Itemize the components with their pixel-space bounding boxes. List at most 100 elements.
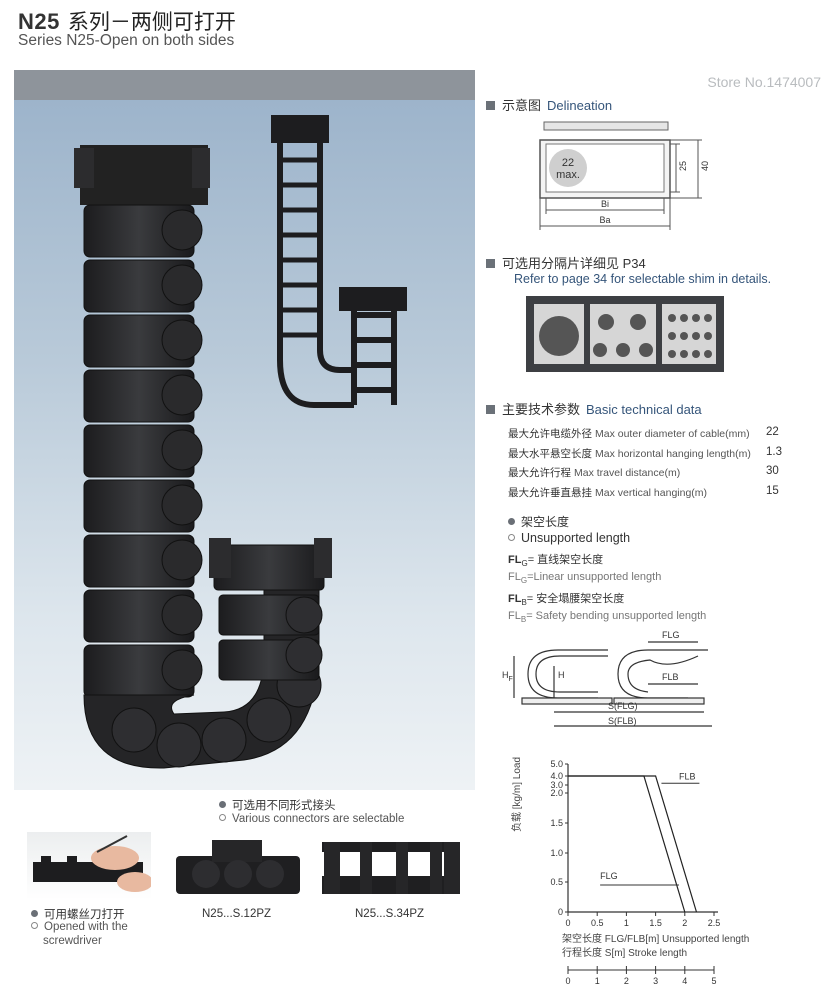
- square-bullet-icon: [486, 101, 495, 110]
- product-photo-panel: [14, 100, 475, 790]
- large-chain: [74, 145, 332, 769]
- shim-heading-zh: 可选用分隔片详细见 P34: [502, 256, 646, 271]
- shim-heading: 可选用分隔片详细见 P34: [486, 253, 646, 272]
- y-tick-label: 2.0: [550, 788, 563, 798]
- row-label-zh: 最大允许行程: [508, 467, 571, 479]
- bullet-dot-icon: [508, 518, 515, 525]
- connector-34pz-photo: [318, 834, 464, 900]
- flg-en-text: =Linear unsupported length: [527, 571, 662, 583]
- connector-34pz-caption: N25...S.34PZ: [355, 908, 425, 920]
- x-tick-label: 0: [565, 918, 570, 928]
- connectors-zh-text: 可选用不同形式接头: [232, 800, 336, 812]
- square-bullet-icon: [486, 405, 495, 414]
- chart-xlabel-1: 架空长度 FLG/FLB[m] Unsupported length: [562, 932, 749, 945]
- connector-34pz-illustration: [322, 842, 460, 894]
- y-tick-label: 1.0: [550, 848, 563, 858]
- flg-zh: FLG= 直线架空长度: [508, 551, 603, 568]
- y-tick-label: 3.0: [550, 780, 563, 790]
- connectors-en: Various connectors are selectable: [219, 813, 404, 825]
- screwdriver-photo: [27, 832, 153, 900]
- x-tick-label: 2.5: [708, 918, 721, 928]
- y-tick-label: 5.0: [550, 759, 563, 769]
- photo-top-bar: [14, 70, 475, 100]
- delineation-heading-zh: 示意图: [502, 98, 542, 113]
- screwdriver-zh-text: 可用螺丝刀打开: [44, 909, 125, 921]
- unsupported-en: Unsupported length: [508, 531, 630, 545]
- store-label: Store No.1474007: [707, 74, 821, 90]
- screwdriver-illustration: [33, 835, 153, 892]
- dim-25: 25: [678, 161, 688, 171]
- screwdriver-en-2: screwdriver: [43, 935, 102, 947]
- flb-prefix: FL: [508, 593, 522, 605]
- x2-tick-label: 4: [682, 976, 687, 986]
- flg-diagram-label: FLG: [662, 630, 680, 640]
- delineation-heading: 示意图 Delineation: [486, 95, 612, 114]
- x2-tick-label: 3: [653, 976, 658, 986]
- technical-heading-zh: 主要技术参数: [502, 402, 581, 417]
- shim-diagram: [526, 296, 724, 372]
- row-label-zh: 最大允许垂直悬挂: [508, 486, 592, 499]
- series-line-flb: [568, 775, 698, 913]
- max-label-1: 22: [562, 157, 574, 169]
- series-line-flg: [568, 775, 686, 913]
- s-flb-label: S(FLB): [608, 716, 637, 726]
- bullet-dot-icon: [219, 801, 226, 808]
- unsupported-zh: 架空长度: [508, 513, 569, 530]
- flb-diagram-label: FLB: [662, 672, 679, 682]
- open-chain: [271, 115, 407, 408]
- dim-ba: Ba: [599, 215, 610, 225]
- screwdriver-zh: 可用螺丝刀打开: [31, 906, 125, 922]
- row-value: 30: [766, 465, 779, 477]
- row-label-en: Max travel distance(m): [574, 467, 681, 479]
- flg-prefix: FL: [508, 571, 521, 583]
- drag-chain-illustration: [74, 115, 407, 769]
- series-label-flg: FLG: [600, 871, 618, 881]
- row-value: 22: [766, 426, 779, 438]
- delineation-heading-en: Delineation: [547, 98, 613, 113]
- connector-12pz-photo: [172, 834, 304, 900]
- flb-en: FLB= Safety bending unsupported length: [508, 610, 706, 624]
- page-subtitle: Series N25-Open on both sides: [18, 32, 235, 49]
- shim-heading-en: Refer to page 34 for selectable shim in …: [514, 272, 772, 286]
- chart-ylabel: 负载 [kg/m] Load: [510, 757, 523, 832]
- y-tick-label: 0: [558, 907, 563, 917]
- y-tick-label: 0.5: [550, 877, 563, 887]
- flg-en: FLG=Linear unsupported length: [508, 571, 661, 585]
- connectors-en-text: Various connectors are selectable: [232, 813, 405, 825]
- row-label-zh: 最大水平悬空长度: [508, 447, 592, 460]
- x-tick-label: 1.5: [649, 918, 662, 928]
- flg-sub: G: [521, 559, 528, 569]
- row-label-en: Max horizontal hanging length(m): [595, 447, 751, 460]
- length-diagram: HF H FLG FLB S(FLG) S(FLB): [502, 630, 712, 727]
- bullet-ring-icon: [508, 534, 515, 541]
- model-name: N25: [18, 9, 60, 34]
- bullet-dot-icon: [31, 910, 38, 917]
- connector-12pz-illustration: [176, 840, 300, 894]
- hf-label: HF: [502, 670, 513, 683]
- bullet-ring-icon: [219, 814, 226, 821]
- x-tick-label: 1: [624, 918, 629, 928]
- title-zh: 系列－两侧可打开: [67, 11, 236, 34]
- flb-zh-text: = 安全塌腰架空长度: [526, 593, 625, 605]
- flb-sub: B: [521, 598, 527, 608]
- x2-tick-label: 5: [711, 976, 716, 986]
- max-label-2: max.: [556, 169, 580, 181]
- series-label-flb: FLB: [679, 772, 696, 782]
- unsupported-zh-text: 架空长度: [521, 515, 570, 529]
- h-label: H: [558, 670, 565, 680]
- flg-prefix: FL: [508, 554, 522, 566]
- x2-tick-label: 1: [595, 976, 600, 986]
- unsupported-en-text: Unsupported length: [521, 531, 631, 545]
- flb-zh: FLB= 安全塌腰架空长度: [508, 590, 624, 607]
- x-tick-label: 0.5: [591, 918, 604, 928]
- connectors-zh: 可选用不同形式接头: [219, 797, 336, 813]
- row-value: 15: [766, 484, 779, 497]
- page-title: N25 系列－两侧可打开: [18, 6, 236, 36]
- y-tick-label: 4.0: [550, 771, 563, 781]
- row-label-zh: 最大允许电缆外径: [508, 428, 592, 440]
- screwdriver-en-1: Opened with the: [31, 921, 128, 933]
- row-label-en: Max outer diameter of cable(mm): [595, 428, 750, 440]
- dim-40: 40: [700, 161, 710, 171]
